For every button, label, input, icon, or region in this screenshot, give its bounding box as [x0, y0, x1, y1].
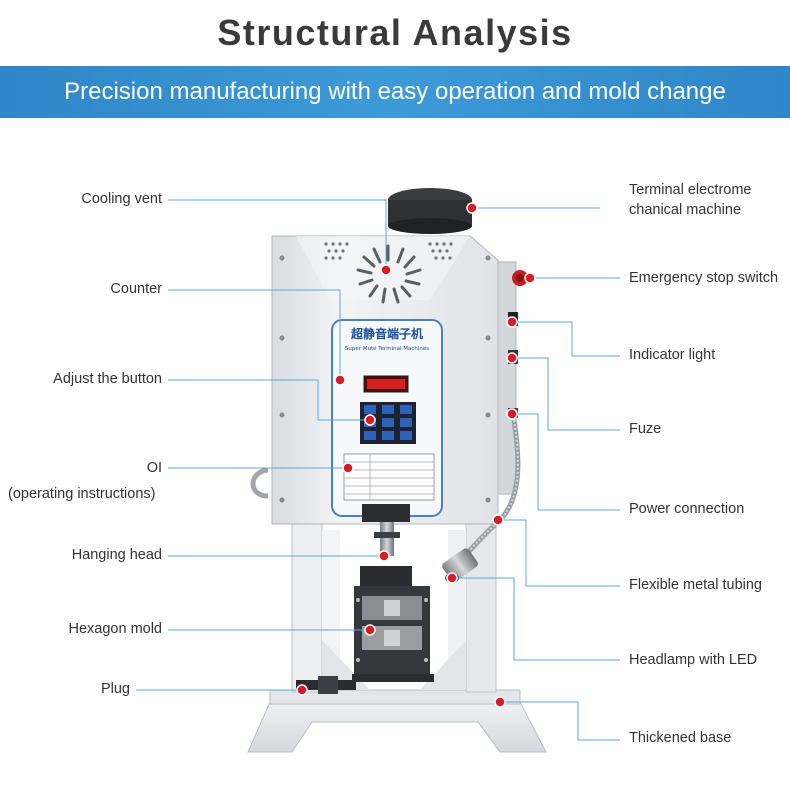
label-fuze: Fuze — [629, 421, 662, 437]
marker-plug — [296, 684, 308, 696]
leader-lines — [136, 199, 620, 741]
machine-chinese-name: 超静音端子机 — [350, 326, 423, 341]
label-power-connection: Power connection — [629, 501, 745, 517]
label-hexagon-mold: Hexagon mold — [68, 621, 163, 637]
label-emergency-stop: Emergency stop switch — [629, 270, 779, 286]
marker-adjust-button — [364, 414, 376, 426]
marker-cooling-vent — [380, 264, 392, 276]
marker-oi — [342, 462, 354, 474]
label-terminal-machine-line2: chanical machine — [629, 202, 742, 218]
marker-dots — [296, 202, 536, 708]
marker-indicator-light — [506, 316, 518, 328]
page-title: Structural Analysis — [217, 12, 573, 53]
label-indicator-light: Indicator light — [629, 347, 716, 363]
marker-emergency-stop — [524, 272, 536, 284]
control-panel: 超静音端子机 Super Mute Terminal Machines — [331, 319, 443, 517]
label-terminal-machine-line1: Terminal electrome — [629, 182, 752, 198]
label-hanging-head: Hanging head — [71, 547, 162, 563]
marker-hexagon-mold — [364, 624, 376, 636]
marker-headlamp — [446, 572, 458, 584]
label-flexible-tubing: Flexible metal tubing — [629, 577, 762, 593]
banner-subtitle: Precision manufacturing with easy operat… — [64, 78, 726, 105]
hanging-head — [362, 504, 410, 556]
label-headlamp: Headlamp with LED — [629, 652, 758, 668]
subtitle-banner: Precision manufacturing with easy operat… — [0, 66, 790, 118]
label-oi-description: (operating instructions) — [8, 486, 156, 502]
marker-hanging-head — [378, 550, 390, 562]
marker-counter — [334, 374, 346, 386]
label-cooling-vent: Cooling vent — [81, 191, 162, 207]
machine-english-name: Super Mute Terminal Machines — [345, 346, 429, 352]
vent-holes — [324, 242, 453, 260]
marker-thickened-base — [494, 696, 506, 708]
cooling-vent-grille — [356, 244, 422, 304]
plug — [296, 676, 356, 694]
label-oi: OI — [146, 460, 162, 476]
marker-power-connection — [506, 408, 518, 420]
hexagon-mold — [352, 566, 434, 682]
marker-flexible-tubing — [492, 514, 504, 526]
marker-fuze — [506, 352, 518, 364]
label-thickened-base: Thickened base — [629, 730, 732, 746]
label-adjust-button: Adjust the button — [53, 371, 162, 387]
label-counter: Counter — [110, 281, 162, 297]
motor-cap — [388, 188, 472, 234]
marker-terminal-machine — [466, 202, 478, 214]
label-plug: Plug — [100, 681, 130, 697]
counter-display — [367, 379, 405, 389]
